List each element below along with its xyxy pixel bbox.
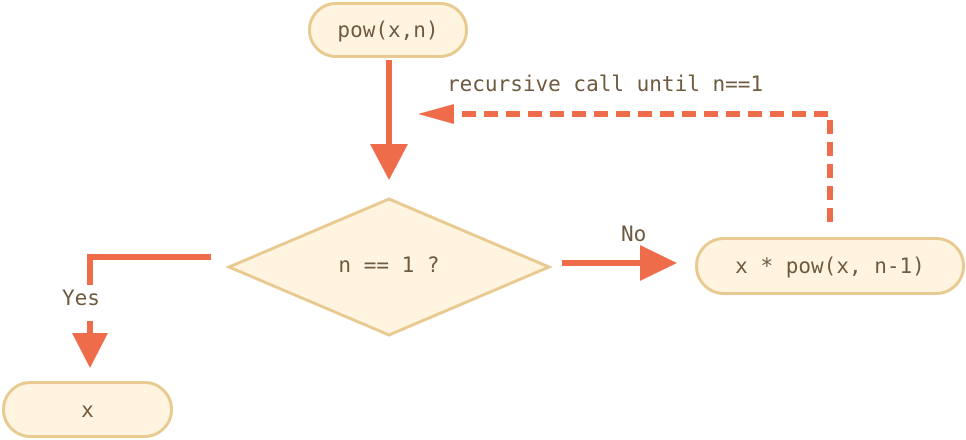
recursive-call-label: recursive call until n==1 <box>447 72 764 96</box>
arrowhead-start-to-decision <box>370 144 408 180</box>
start-node-label: pow(x,n) <box>337 18 439 42</box>
yes-branch-label: Yes <box>62 286 100 310</box>
start-node: pow(x,n) <box>308 2 468 58</box>
arrow-recursive-call <box>452 111 833 222</box>
recursion-node: x * pow(x, n-1) <box>695 237 965 295</box>
decision-diamond <box>225 197 553 337</box>
arrowhead-recursive-call <box>418 104 454 124</box>
no-branch-label: No <box>621 222 647 246</box>
decision-label: n == 1 ? <box>338 253 440 277</box>
recursion-node-label: x * pow(x, n-1) <box>735 254 925 278</box>
arrowhead-yes <box>72 333 108 368</box>
result-node-label: x <box>81 397 94 422</box>
arrow-yes <box>87 254 211 285</box>
arrowhead-no <box>640 245 677 281</box>
result-node: x <box>2 381 173 438</box>
